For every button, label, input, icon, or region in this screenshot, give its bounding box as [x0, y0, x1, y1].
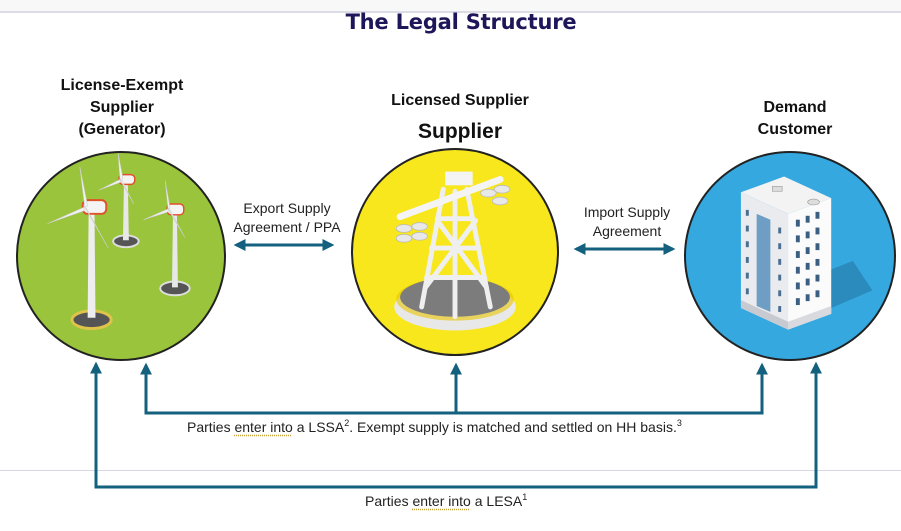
diagram-title: The Legal Structure	[345, 10, 577, 34]
generator-circle	[16, 151, 226, 361]
footnote-ref: 3	[676, 418, 682, 428]
office-building-icon	[740, 176, 873, 330]
divider-line	[0, 470, 901, 471]
export-agreement-line: Agreement / PPA	[233, 219, 341, 235]
export-agreement-label: Export Supply Agreement / PPA	[222, 199, 352, 237]
import-agreement-line: Agreement	[592, 223, 662, 239]
generator-label-line: License-Exempt	[60, 77, 184, 94]
wind-turbines-icon	[47, 153, 191, 331]
transmission-tower-icon	[394, 171, 516, 331]
customer-label-line: Customer	[757, 121, 833, 138]
supplier-circle	[351, 148, 559, 356]
lesa-note: Parties enter into a LESA1	[365, 492, 528, 510]
customer-label: Demand Customer	[720, 97, 870, 141]
export-agreement-line: Export Supply	[243, 200, 331, 216]
generator-label-line: Supplier	[89, 99, 154, 116]
lssa-connector	[140, 362, 768, 415]
note-text: . Exempt supply is matched and settled o…	[349, 419, 677, 435]
footnote-ref: 2	[344, 418, 350, 428]
customer-label-line: Demand	[763, 99, 827, 116]
supplier-label: Licensed Supplier Supplier	[355, 90, 565, 143]
generator-label: License-Exempt Supplier (Generator)	[22, 75, 222, 141]
top-band	[0, 0, 901, 13]
note-text: Parties	[365, 493, 413, 509]
spellcheck-flagged-text: enter into	[234, 419, 293, 435]
note-text: a LESA	[470, 493, 523, 509]
spellcheck-flagged-text: enter into	[412, 493, 471, 509]
generator-label-line: (Generator)	[78, 121, 166, 138]
note-text: a LSSA	[292, 419, 345, 435]
lssa-note: Parties enter into a LSSA2. Exempt suppl…	[187, 418, 682, 436]
supplier-name-label: Supplier	[417, 120, 502, 143]
note-text: Parties	[187, 419, 235, 435]
import-agreement-line: Import Supply	[583, 204, 671, 220]
customer-circle	[684, 151, 896, 361]
footnote-ref: 1	[522, 492, 528, 502]
supplier-role-label: Licensed Supplier	[391, 92, 529, 109]
import-agreement-label: Import Supply Agreement	[562, 203, 692, 241]
